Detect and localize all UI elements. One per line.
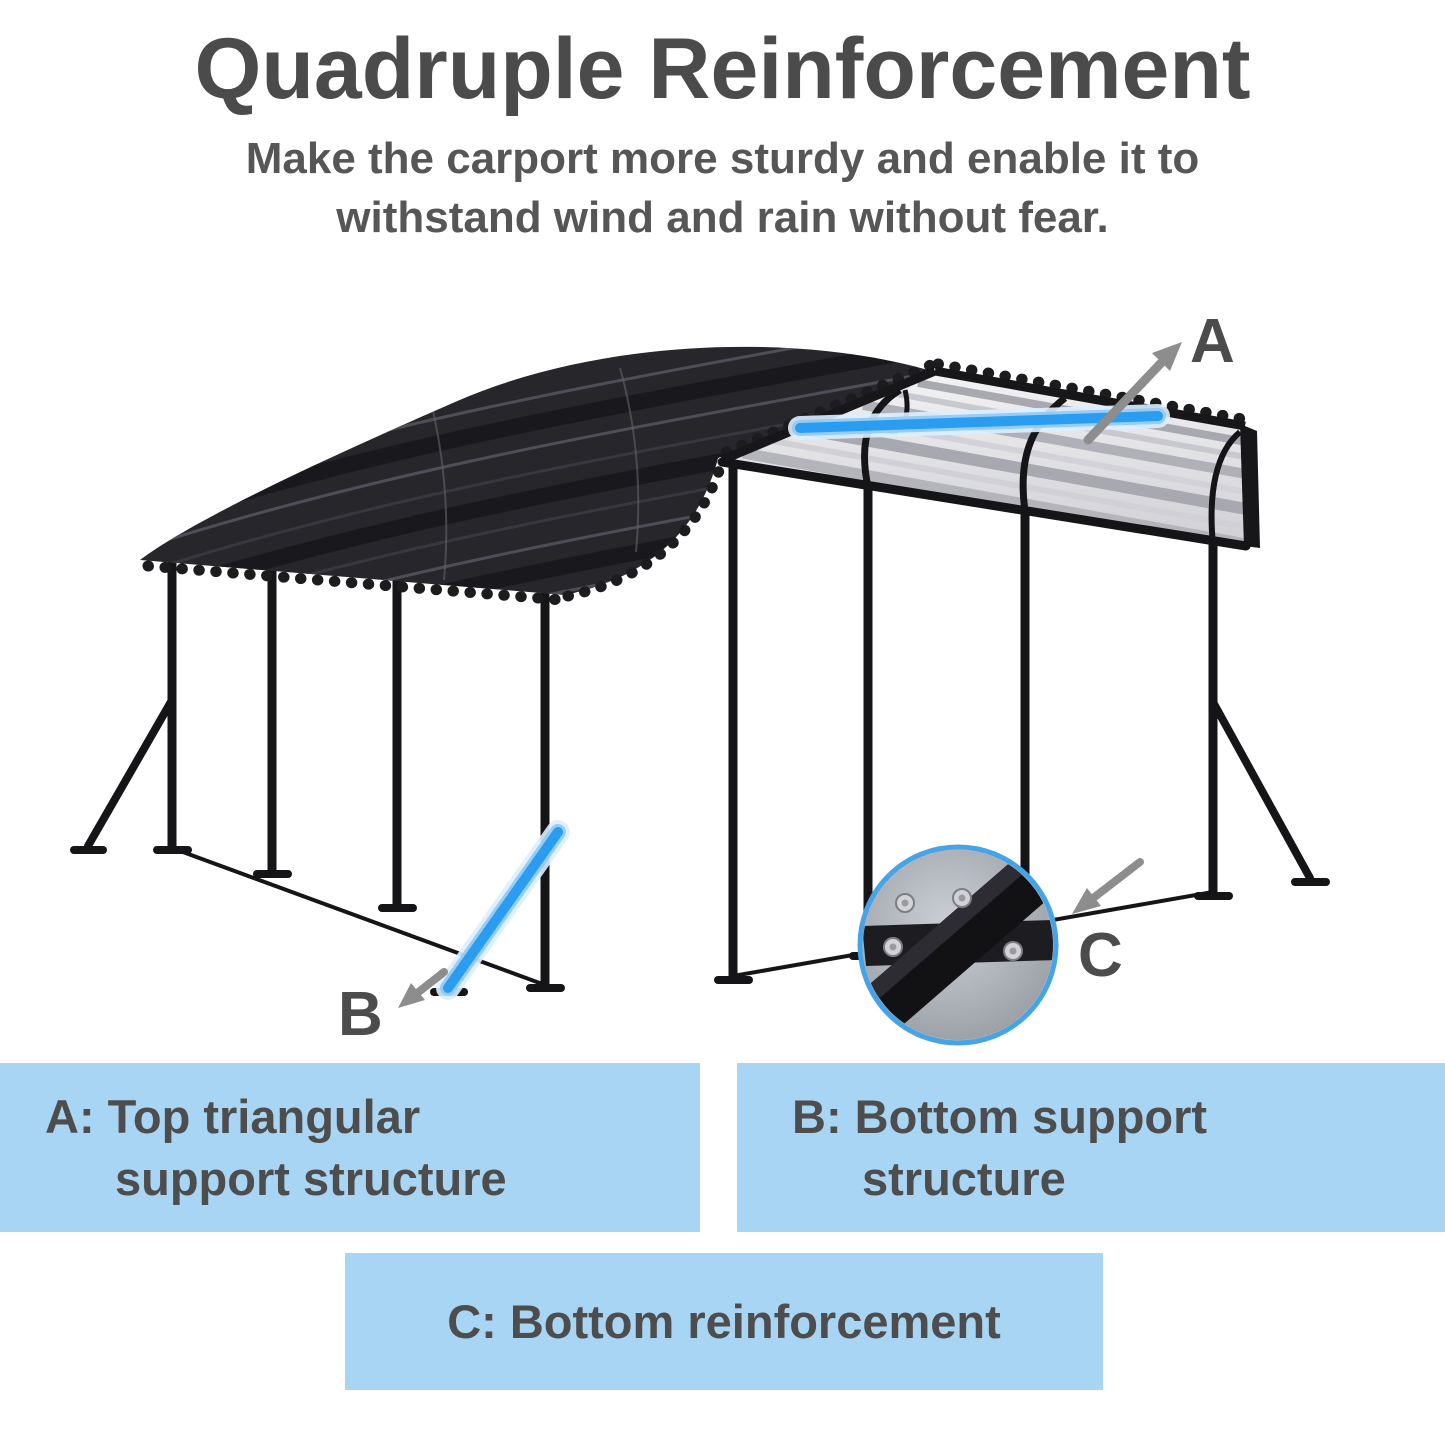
arrow-b bbox=[398, 968, 448, 1008]
left-side-frame bbox=[84, 540, 550, 989]
right-diagonal-brace bbox=[1209, 698, 1314, 882]
subtitle-line-1: Make the carport more sturdy and enable … bbox=[245, 134, 1200, 183]
subtitle: Make the carport more sturdy and enable … bbox=[0, 129, 1445, 248]
legend-box-c: C: Bottom reinforcement bbox=[345, 1253, 1103, 1390]
legend-box-b: B: Bottom support structure bbox=[737, 1063, 1445, 1232]
arrow-b-head bbox=[398, 983, 425, 1008]
arrow-c bbox=[1072, 858, 1144, 914]
legend-c-text: C: Bottom reinforcement bbox=[447, 1294, 1001, 1348]
bottom-reinforcement-inset bbox=[857, 844, 1059, 1046]
legend-b-line1: B: Bottom support bbox=[792, 1090, 1208, 1144]
steel-tube bbox=[863, 860, 1047, 1030]
callout-label-b: B bbox=[338, 980, 383, 1049]
header: Quadruple Reinforcement Make the carport… bbox=[0, 0, 1445, 248]
callout-label-c: C bbox=[1078, 921, 1123, 990]
ground-feet bbox=[70, 846, 1330, 996]
bottom-support-highlight bbox=[436, 820, 570, 1000]
legend-a-line1: A: Top triangular bbox=[45, 1090, 421, 1144]
left-diagonal-brace bbox=[84, 696, 176, 850]
legend-a-line2: support structure bbox=[115, 1151, 507, 1205]
page-title: Quadruple Reinforcement bbox=[194, 21, 1251, 117]
top-support-highlight bbox=[788, 404, 1170, 440]
subtitle-line-2: withstand wind and rain without fear. bbox=[336, 193, 1109, 243]
arrow-a-head bbox=[1152, 342, 1182, 371]
roof-right-end-cap bbox=[1240, 424, 1260, 548]
arrow-c-head bbox=[1072, 888, 1101, 914]
legend-b-line2: structure bbox=[862, 1151, 1066, 1205]
scalloped-edges bbox=[142, 358, 1254, 606]
legend-box-a: A: Top triangular support structure bbox=[0, 1063, 700, 1232]
front-eave-beam bbox=[717, 457, 1251, 551]
bolts bbox=[883, 888, 1023, 961]
callout-label-a: A bbox=[1190, 307, 1235, 376]
arrow-a bbox=[1083, 342, 1182, 445]
